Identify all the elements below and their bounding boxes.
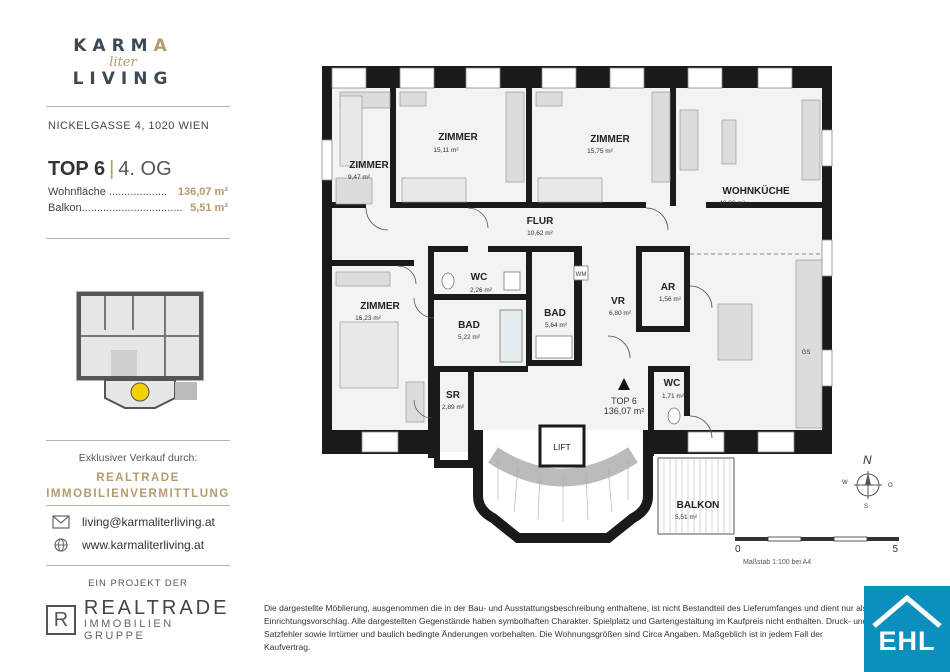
living-area-row: Wohnfläche ................... 136,07 m² <box>48 186 228 198</box>
ehl-logo-text: EHL <box>878 626 936 656</box>
balcony-area-row: Balkon................................. … <box>48 202 228 214</box>
sales-agent: Exklusiver Verkauf durch: REALTRADE IMMO… <box>46 452 230 502</box>
room-name: BAD <box>544 308 566 319</box>
room-name: ZIMMER <box>360 301 400 312</box>
room-name: BAD <box>458 320 480 331</box>
email-link[interactable]: living@karmaliterliving.at <box>82 515 215 529</box>
room-area: 9,47 m² <box>347 174 371 181</box>
room-area: 42,80 m² <box>719 200 745 207</box>
divider <box>46 565 230 566</box>
sales-intro: Exklusiver Verkauf durch: <box>78 452 198 464</box>
compass-south: S <box>864 504 869 510</box>
scale-bar-graphic <box>735 536 899 542</box>
website-link[interactable]: www.karmaliterliving.at <box>82 538 205 552</box>
unit-name: TOP 6 <box>48 158 106 180</box>
sidebar: KARMA liter LIVING NICKELGASSE 4, 1020 W… <box>0 0 240 672</box>
address: NICKELGASSE 4, 1020 WIEN <box>48 120 210 132</box>
room-name: ZIMMER <box>590 134 630 145</box>
washing-machine-label: WM <box>575 272 587 278</box>
room-name: ZIMMER <box>349 160 389 171</box>
room-area: 5,22 m² <box>457 334 481 341</box>
room-area: 2,26 m² <box>469 287 493 294</box>
room-area: 6,80 m² <box>608 310 632 317</box>
logo-line3: LIVING <box>72 69 174 89</box>
unit-title: TOP 6|4. OG <box>48 158 172 181</box>
disclaimer-text: Die dargestellte Möblierung, ausgenommen… <box>264 603 868 652</box>
unit-separator: | <box>109 158 115 180</box>
realtrade-logo-line1: REALTRADE <box>83 597 230 619</box>
living-area-value: 136,07 m² <box>177 186 228 198</box>
room-name: VR <box>611 296 625 307</box>
room-name: WOHNKÜCHE <box>722 186 790 197</box>
room-name: WC <box>470 272 488 283</box>
room-name: AR <box>660 282 676 293</box>
realtrade-logo: R REALTRADE IMMOBILIEN GRUPPE <box>46 598 240 642</box>
logo-line1-accent: A <box>153 36 173 56</box>
realtrade-logo-mark: R <box>46 605 76 635</box>
room-area: 5,64 m² <box>544 322 568 329</box>
compass-icon: N W O S <box>840 453 896 511</box>
web-contact[interactable]: www.karmaliterliving.at <box>52 538 204 552</box>
room-area: 15,11 m² <box>433 147 459 154</box>
balcony-area-label: Balkon................................. <box>48 202 183 214</box>
floor-plan: ZIMMER 9,47 m² ZIMMER 15,11 m² ZIMMER 15… <box>318 60 838 550</box>
compass-rose <box>854 471 882 499</box>
email-contact[interactable]: living@karmaliterliving.at <box>52 515 215 529</box>
lift-label: LIFT <box>553 442 571 452</box>
scale-caption: Maßstab 1:100 bei A4 <box>743 559 812 566</box>
compass-north: N <box>863 453 872 467</box>
room-area: 1,71 m² <box>661 393 685 400</box>
room-area: 2,89 m² <box>441 404 465 411</box>
room-area: 1,56 m² <box>658 296 682 303</box>
divider <box>46 238 230 239</box>
floor-plan-drawing <box>321 66 833 543</box>
unit-entrance-label: TOP 6 <box>611 396 637 406</box>
building-overview-map <box>76 291 204 409</box>
globe-icon <box>54 538 68 552</box>
living-area-label: Wohnfläche ................... <box>48 186 168 198</box>
room-name: FLUR <box>526 216 554 227</box>
dishwasher-label: GS <box>801 350 811 356</box>
compass-west: W <box>842 480 848 486</box>
divider <box>46 505 230 506</box>
divider <box>46 106 230 107</box>
house-roof-icon <box>872 594 942 628</box>
divider <box>46 440 230 441</box>
unit-entrance-area: 136,07 m² <box>603 406 645 416</box>
scale-bar: 0 5 Maßstab 1:100 bei A4 <box>735 536 900 572</box>
scale-max: 5 <box>892 544 898 555</box>
room-name: WC <box>663 378 681 389</box>
compass-east: O <box>888 483 893 489</box>
scale-min: 0 <box>735 544 741 555</box>
project-by-label: EIN PROJEKT DER <box>88 578 188 589</box>
room-area: 10,62 m² <box>527 230 553 237</box>
room-area: 15,75 m² <box>587 148 613 155</box>
logo-line1: KARM <box>73 36 154 56</box>
room-name: ZIMMER <box>438 132 478 143</box>
room-area: 16,23 m² <box>355 315 381 322</box>
logo-line2: liter <box>109 55 137 70</box>
sales-firm-line2: IMMOBILIENVERMITTLUNG <box>46 488 230 500</box>
room-name: SR <box>446 390 460 401</box>
room-name: BALKON <box>676 500 720 511</box>
mail-icon <box>52 515 70 529</box>
ehl-logo: EHL <box>864 586 950 672</box>
unit-floor: 4. OG <box>118 158 172 180</box>
karma-liter-living-logo: KARMA liter LIVING <box>48 36 198 89</box>
sales-firm-line1: REALTRADE <box>96 472 180 484</box>
realtrade-logo-line2: IMMOBILIEN GRUPPE <box>83 618 174 642</box>
balcony-area-value: 5,51 m² <box>190 202 228 214</box>
room-area: 5,51 m² <box>674 514 698 521</box>
